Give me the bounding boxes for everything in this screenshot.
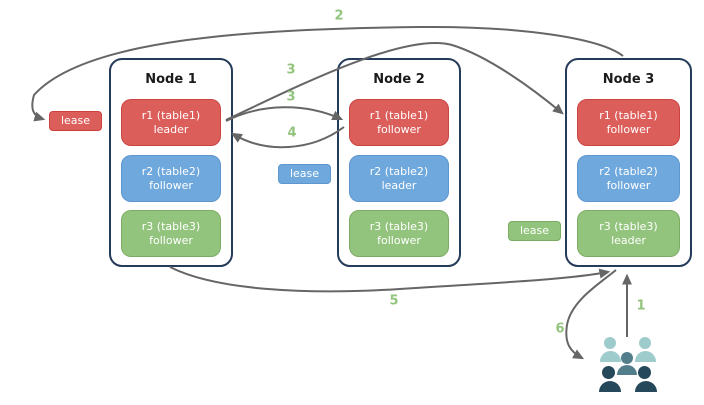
clients-people-group-icon: [598, 335, 658, 395]
replica-role: follower: [377, 234, 421, 247]
node-3: Node 3 r1 (table1) follower r2 (table2) …: [565, 58, 692, 267]
replica-name: r3 (table3): [369, 220, 429, 233]
replica-role: follower: [149, 234, 193, 247]
node-2-replica-r2: r2 (table2) leader: [349, 155, 449, 202]
node-3-replica-r3: r3 (table3) leader: [577, 210, 680, 257]
replica-role: follower: [149, 179, 193, 192]
step-label-3a: 3: [286, 62, 296, 78]
node-2-replica-r1: r1 (table1) follower: [349, 99, 449, 146]
step-label-1: 1: [636, 298, 646, 314]
replica-name: r1 (table1): [141, 109, 201, 122]
replica-name: r2 (table2): [369, 165, 429, 178]
replica-name: r2 (table2): [599, 165, 658, 178]
replica-name: r3 (table3): [141, 220, 201, 233]
arrow-step5-node1-to-node3: [169, 266, 611, 293]
replica-role: leader: [611, 234, 646, 247]
replica-role: follower: [606, 123, 651, 136]
step-label-6: 6: [555, 321, 565, 337]
node-1-title: Node 1: [145, 72, 197, 87]
replica-name: r2 (table2): [141, 165, 201, 178]
lease-badge-table2: lease: [278, 164, 331, 184]
replica-role: leader: [381, 179, 417, 192]
step-label-5: 5: [389, 293, 399, 309]
step-label-3b: 3: [286, 89, 296, 105]
arrow-step3-leader-to-node2: [225, 106, 344, 122]
replica-role: follower: [377, 123, 421, 136]
node-3-replica-r2: r2 (table2) follower: [577, 155, 680, 202]
node-1: Node 1 r1 (table1) leader r2 (table2) fo…: [109, 58, 233, 267]
step-label-2: 2: [334, 8, 344, 24]
replica-role: follower: [606, 179, 651, 192]
node-2: Node 2 r1 (table1) follower r2 (table2) …: [337, 58, 461, 267]
lease-badge-table1: lease: [49, 111, 102, 131]
replica-name: r3 (table3): [599, 220, 658, 233]
node-1-replica-r3: r3 (table3) follower: [121, 210, 221, 257]
node-1-replica-r2: r2 (table2) follower: [121, 155, 221, 202]
node-3-title: Node 3: [602, 72, 655, 87]
replica-name: r1 (table1): [599, 109, 658, 122]
node-2-title: Node 2: [373, 72, 425, 87]
replica-role: leader: [153, 123, 189, 136]
step-label-4: 4: [287, 125, 297, 141]
node-3-replica-r1: r1 (table1) follower: [577, 99, 680, 146]
node-2-replica-r3: r3 (table3) follower: [349, 210, 449, 257]
node-1-replica-r1: r1 (table1) leader: [121, 99, 221, 146]
replica-name: r1 (table1): [369, 109, 429, 122]
lease-badge-table3: lease: [508, 221, 561, 241]
